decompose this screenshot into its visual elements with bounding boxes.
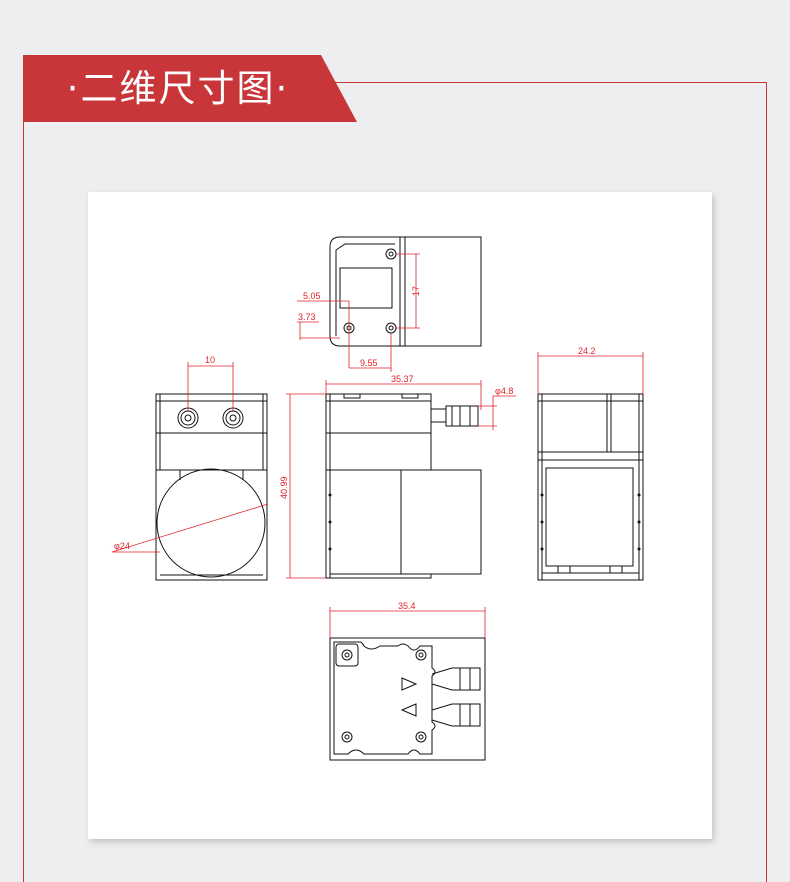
top-view bbox=[329, 236, 482, 347]
dim-35-4: 35.4 bbox=[398, 601, 416, 611]
dim-d4-8: φ4.8 bbox=[495, 386, 513, 396]
dim-24-2: 24.2 bbox=[578, 346, 596, 356]
bottom-view bbox=[329, 637, 486, 761]
front-view bbox=[155, 393, 268, 581]
dim-10: 10 bbox=[205, 355, 215, 365]
section-title: ·二维尺寸图· bbox=[66, 67, 290, 110]
section-title-tab: ·二维尺寸图· bbox=[23, 55, 357, 122]
dim-40-99: 40.99 bbox=[279, 476, 289, 499]
content-frame bbox=[23, 82, 767, 882]
dim-3-73: 3.73 bbox=[298, 312, 316, 322]
front-view-dimensions bbox=[111, 362, 269, 553]
side-view bbox=[325, 393, 482, 579]
side-view-dimensions bbox=[286, 380, 516, 579]
top-view-dimensions bbox=[297, 253, 420, 372]
right-view bbox=[537, 393, 644, 581]
dim-d24: φ24 bbox=[114, 541, 130, 551]
bottom-view-dimensions bbox=[329, 607, 486, 638]
dim-5-05: 5.05 bbox=[303, 291, 321, 301]
dim-9-55: 9.55 bbox=[360, 358, 378, 368]
dim-35-37: 35.37 bbox=[391, 374, 414, 384]
title-tab-background bbox=[23, 55, 357, 122]
right-view-dimensions bbox=[537, 352, 644, 394]
dim-17: 17 bbox=[411, 286, 421, 296]
